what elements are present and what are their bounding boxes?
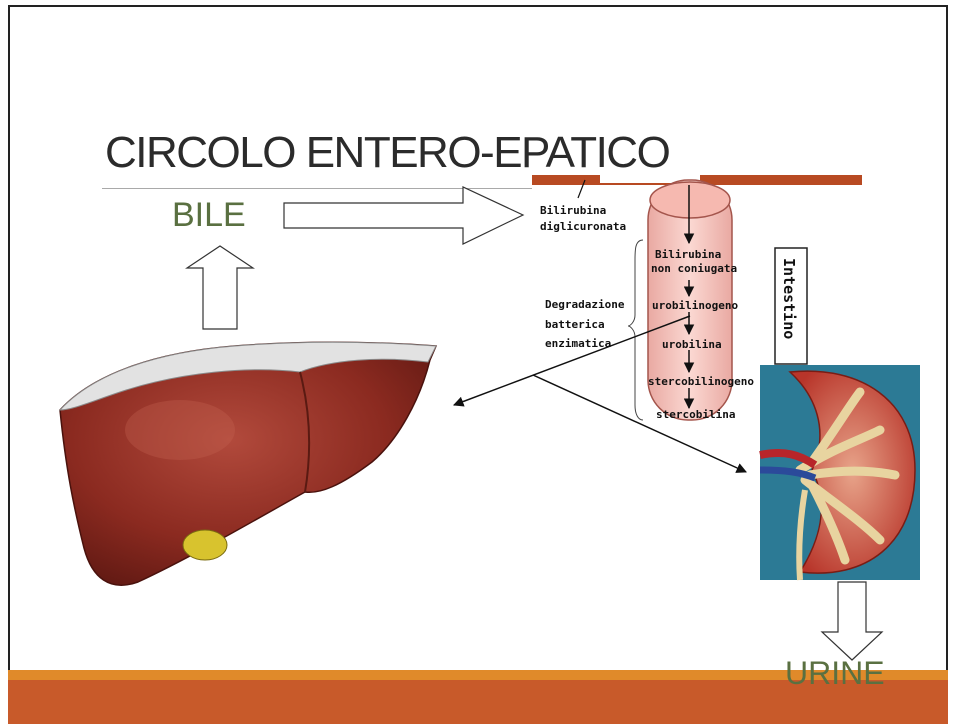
step-urobilinogeno: urobilinogeno xyxy=(652,299,738,312)
step-urobilina: urobilina xyxy=(662,338,722,351)
intestino-label: Intestino xyxy=(780,258,798,339)
label-bilirubina-dig-1: Bilirubina xyxy=(540,204,606,217)
step-non-coniugata: non coniugata xyxy=(651,262,737,275)
bile-label: BILE xyxy=(172,196,246,235)
down-arrow xyxy=(822,582,882,660)
step-stercobilinogeno: stercobilinogeno xyxy=(648,375,754,388)
right-arrow xyxy=(284,187,523,244)
step-stercobilina: stercobilina xyxy=(656,408,735,421)
label-bilirubina-dig-2: diglicuronata xyxy=(540,220,626,233)
step-bilirubina: Bilirubina xyxy=(655,248,721,261)
label-degradazione-2: batterica xyxy=(545,318,605,331)
label-degradazione-3: enzimatica xyxy=(545,337,611,350)
kidney-illustration xyxy=(760,365,920,580)
liver-illustration xyxy=(60,342,436,585)
up-arrow xyxy=(187,246,253,329)
urine-label: URINE xyxy=(785,655,885,692)
label-degradazione-1: Degradazione xyxy=(545,298,625,311)
